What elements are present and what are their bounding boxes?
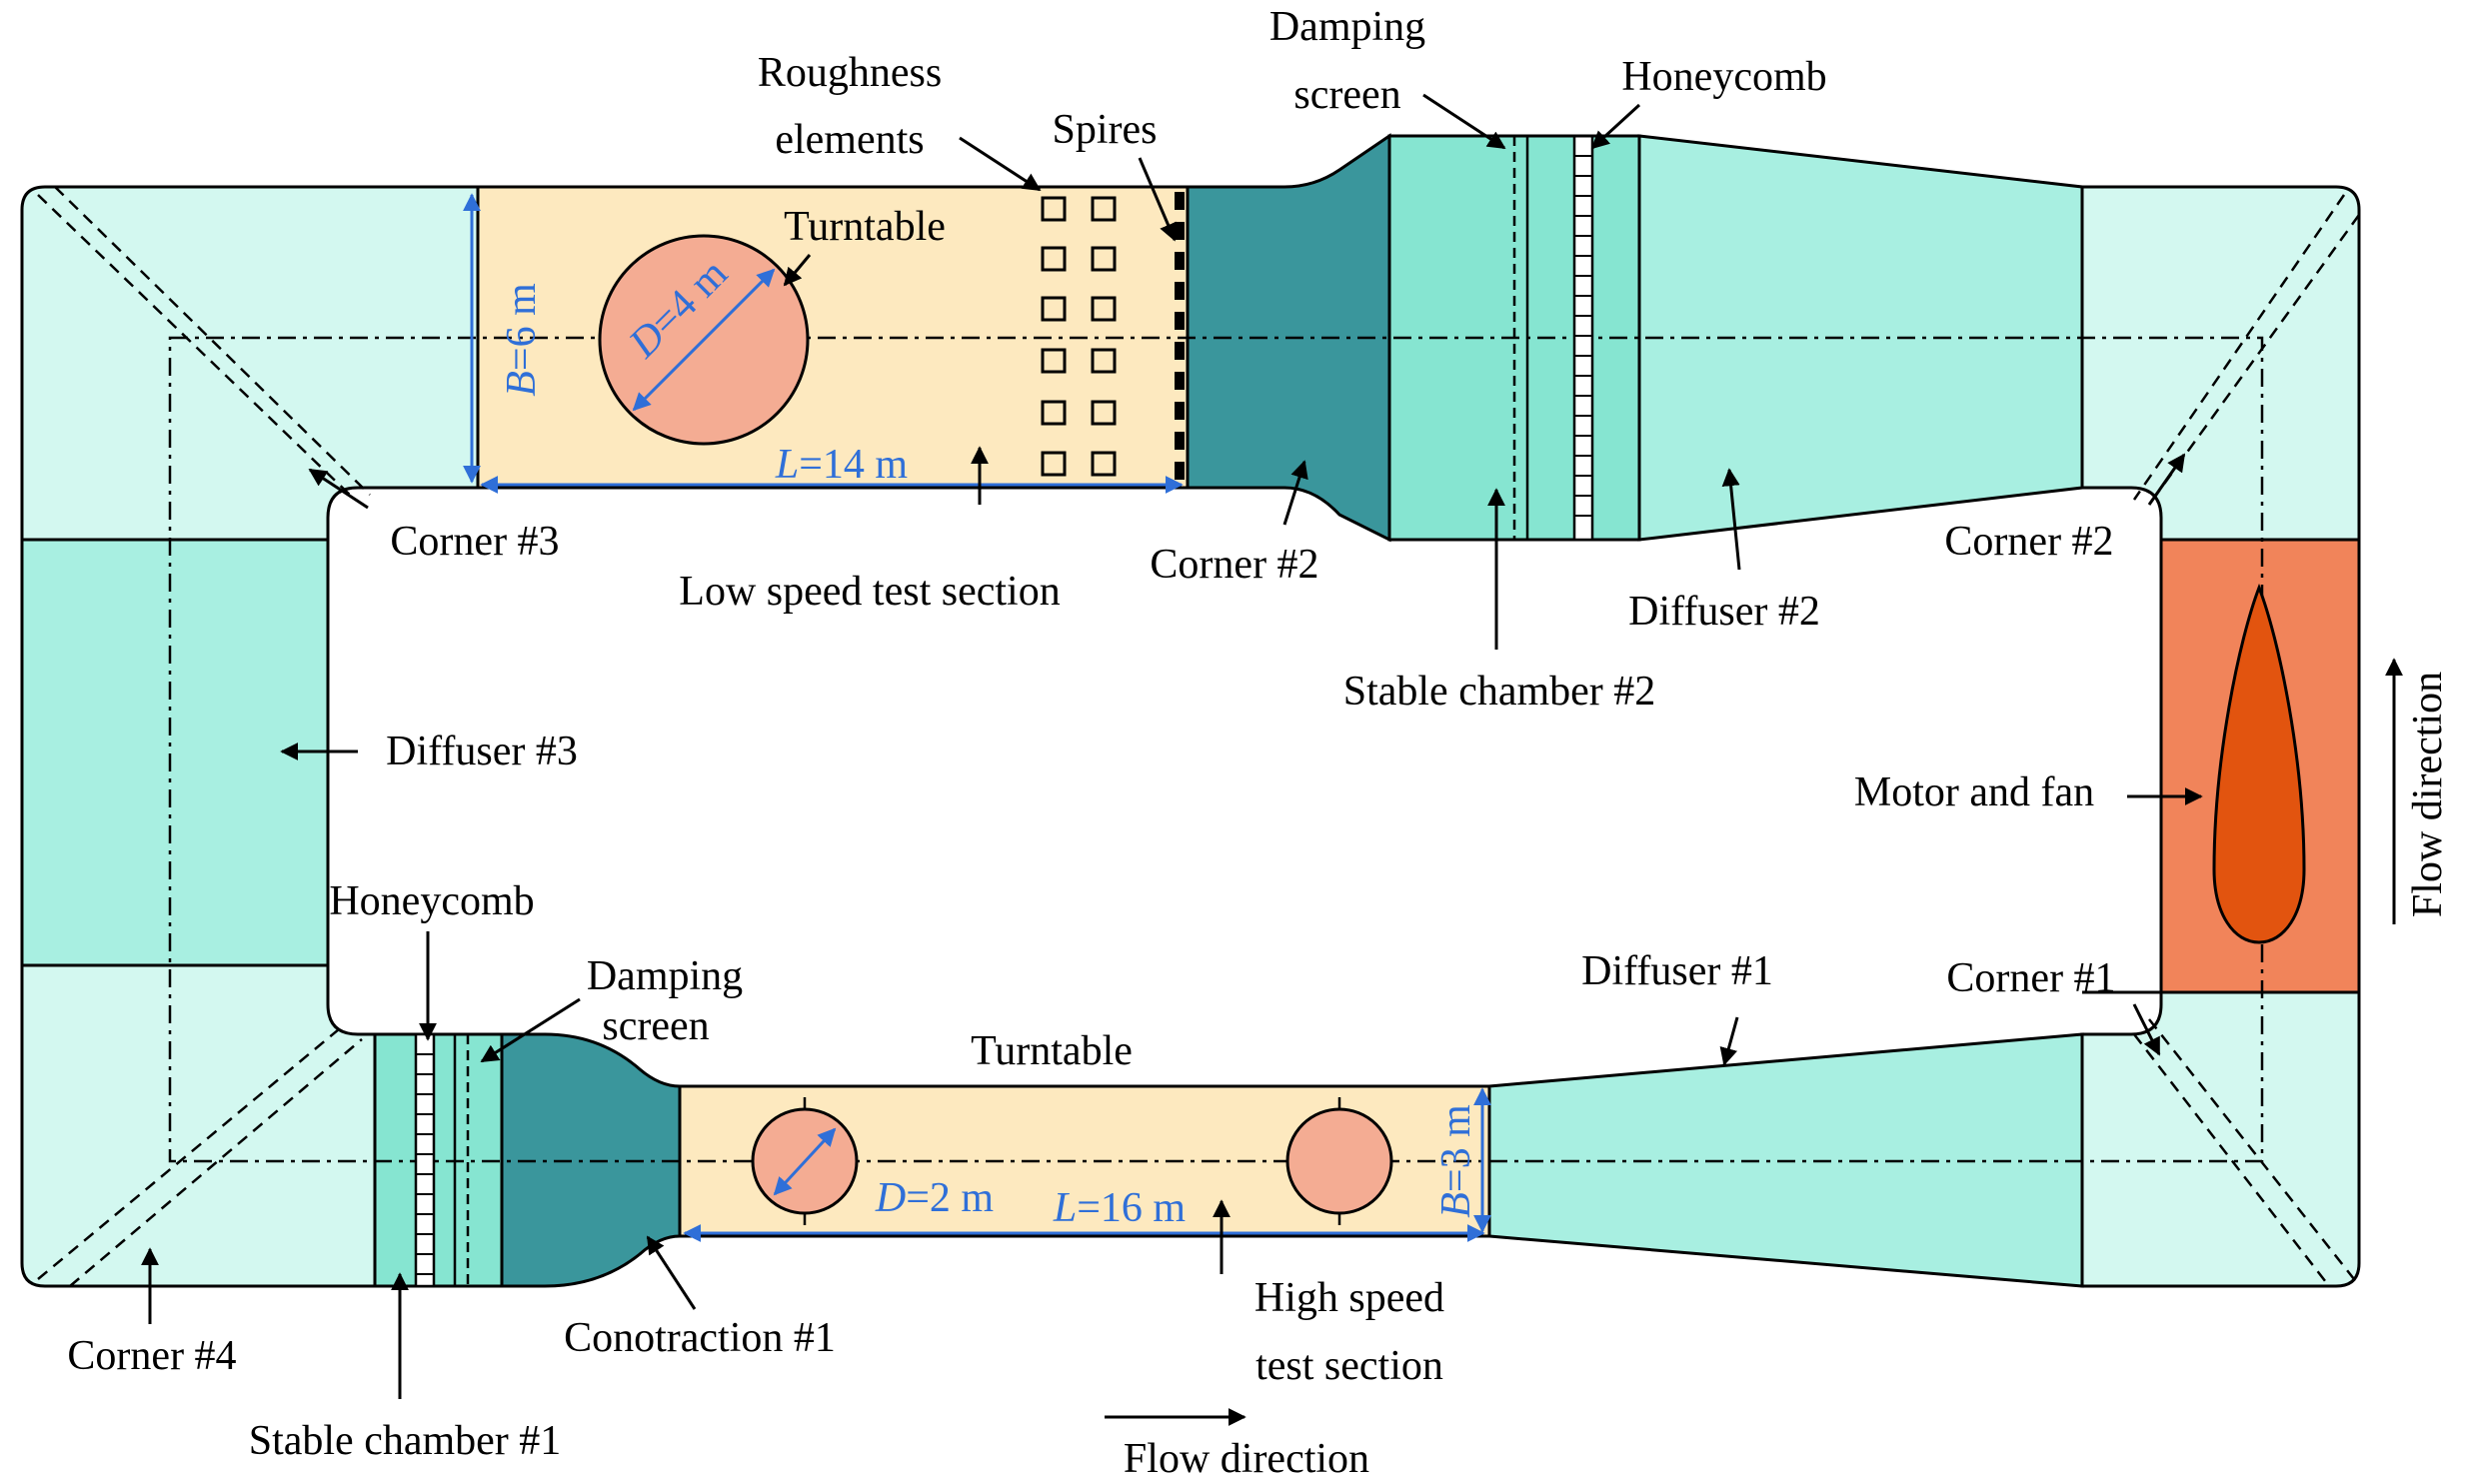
label-corner-3: Corner #3 xyxy=(390,519,559,565)
corner-2-region xyxy=(2080,185,2361,542)
label-high-speed-2: test section xyxy=(1255,1343,1443,1389)
label-damping-bottom-2: screen xyxy=(602,1003,709,1049)
labels: Roughness elements Spires Damping screen… xyxy=(67,4,2451,1482)
dim-bottom-b: B=3 m xyxy=(1433,1104,1479,1218)
top-screens xyxy=(1512,134,1594,542)
label-roughness-1: Roughness xyxy=(758,50,942,96)
fan xyxy=(2212,583,2306,944)
label-low-speed: Low speed test section xyxy=(679,569,1060,615)
label-contraction-1: Conotraction #1 xyxy=(564,1315,836,1361)
label-corner-1: Corner #1 xyxy=(1946,955,2115,1001)
label-damping-top-2: screen xyxy=(1293,72,1400,118)
dimension-arrows xyxy=(463,193,1491,1242)
corner-3-region xyxy=(20,185,480,542)
tunnel-sections xyxy=(20,133,2361,1288)
leader-arrows xyxy=(141,93,2403,1426)
dim-top-l: L=14 m xyxy=(775,442,909,488)
label-flow-vertical: Flow direction xyxy=(2405,672,2451,917)
label-diffuser-3: Diffuser #3 xyxy=(386,729,578,774)
label-roughness-2: elements xyxy=(775,117,924,163)
label-damping-top-1: Damping xyxy=(1269,4,1425,50)
label-corner-2-right: Corner #2 xyxy=(1944,519,2113,565)
label-flow-horizontal: Flow direction xyxy=(1124,1436,1369,1482)
label-stable-2: Stable chamber #2 xyxy=(1343,669,1656,715)
label-stable-1: Stable chamber #1 xyxy=(249,1418,562,1464)
label-turntable-bottom: Turntable xyxy=(971,1028,1133,1074)
label-diffuser-2: Diffuser #2 xyxy=(1628,589,1820,635)
label-corner-2-left: Corner #2 xyxy=(1150,542,1318,588)
label-diffuser-1: Diffuser #1 xyxy=(1581,948,1773,994)
dim-top-b: B=6 m xyxy=(499,283,545,397)
label-motor: Motor and fan xyxy=(1854,769,2094,815)
roughness-elements xyxy=(1041,196,1117,477)
dim-bottom-d: D=2 m xyxy=(875,1175,995,1221)
label-turntable-top: Turntable xyxy=(784,204,946,250)
corner-4-region xyxy=(20,963,377,1288)
label-high-speed-1: High speed xyxy=(1254,1275,1444,1321)
label-honeycomb-bottom: Honeycomb xyxy=(329,878,534,924)
turntable-bottom-right xyxy=(1285,1107,1393,1215)
label-damping-bottom-1: Damping xyxy=(587,953,743,999)
label-spires: Spires xyxy=(1053,107,1158,153)
honeycomb-bottom-strip xyxy=(414,1032,436,1288)
centerline xyxy=(168,336,2264,1163)
label-corner-4: Corner #4 xyxy=(67,1333,236,1379)
corner-1-region xyxy=(2080,990,2361,1288)
dim-bottom-l: L=16 m xyxy=(1053,1185,1187,1231)
corner-guide-vanes xyxy=(37,186,2361,1287)
label-honeycomb-top: Honeycomb xyxy=(1621,54,1826,100)
